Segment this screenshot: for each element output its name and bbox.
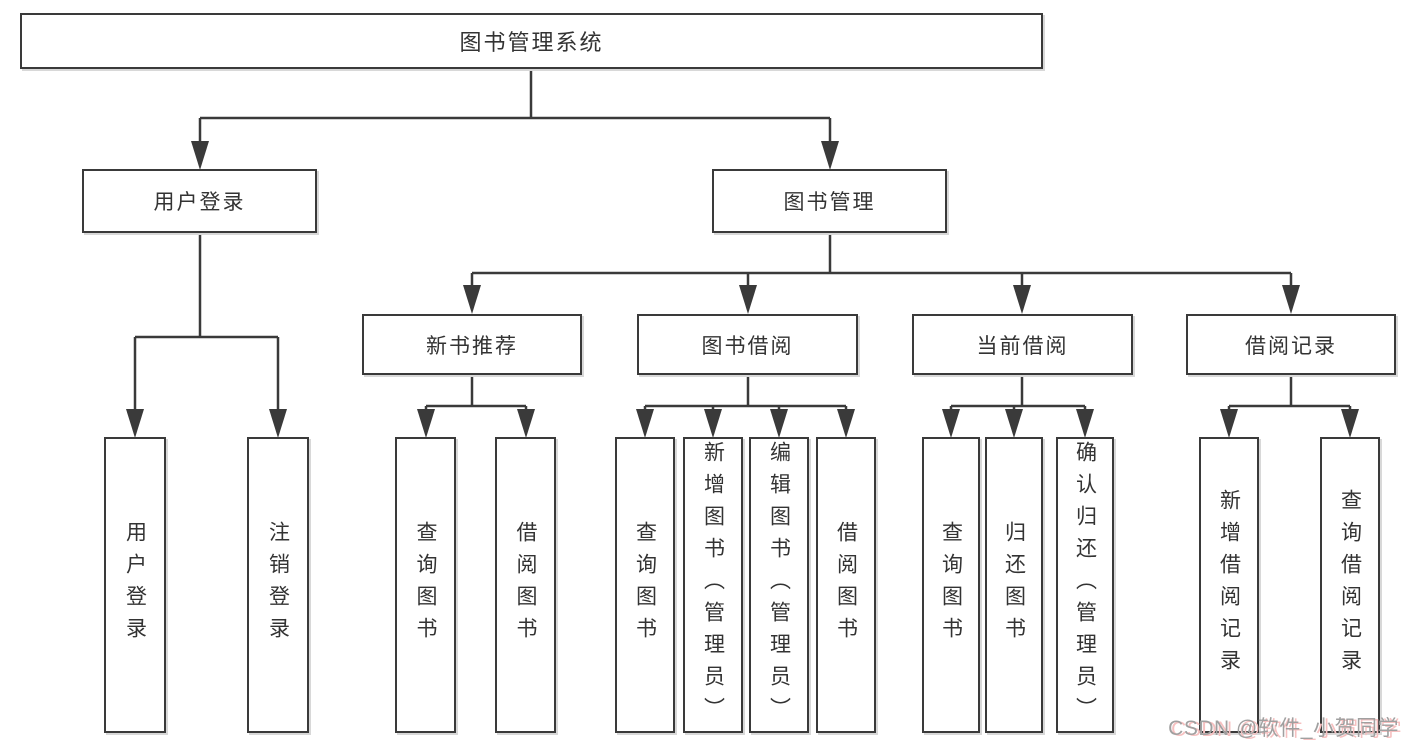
connector-new-book-recommend-to-leaves xyxy=(417,375,535,438)
connector-book-management-to-level3 xyxy=(463,233,1300,314)
leaf-edit-books-admin: 编辑图书（管理员） xyxy=(749,437,809,733)
leaf-user-login: 用户登录 xyxy=(104,437,166,733)
node-book-borrowing: 图书借阅 xyxy=(637,314,858,375)
connector-user-login-to-leaves xyxy=(126,233,287,438)
leaf-confirm-return-admin: 确认归还（管理员） xyxy=(1056,437,1114,733)
csdn-watermark: CSDN @软件_小贺同学 xyxy=(1168,717,1399,740)
leaf-add-books-admin: 新增图书（管理员） xyxy=(683,437,743,733)
leaf-add-borrow-record: 新增借阅记录 xyxy=(1199,437,1259,733)
connector-current-borrowing-to-leaves xyxy=(942,375,1094,438)
leaf-return-books: 归还图书 xyxy=(985,437,1043,733)
leaf-query-books-recommend: 查询图书 xyxy=(395,437,456,733)
leaf-borrow-books-recommend: 借阅图书 xyxy=(495,437,556,733)
node-new-book-recommend: 新书推荐 xyxy=(362,314,582,375)
leaf-logout: 注销登录 xyxy=(247,437,309,733)
connector-borrowing-records-to-leaves xyxy=(1220,375,1359,438)
node-library-system: 图书管理系统 xyxy=(20,13,1043,69)
leaf-query-books-borrowing: 查询图书 xyxy=(615,437,675,733)
node-current-borrowing: 当前借阅 xyxy=(912,314,1133,375)
connector-book-borrowing-to-leaves xyxy=(636,375,855,438)
node-book-management: 图书管理 xyxy=(712,169,947,233)
connector-root-to-level2 xyxy=(191,69,839,170)
leaf-query-books-current: 查询图书 xyxy=(922,437,980,733)
node-user-login: 用户登录 xyxy=(82,169,317,233)
node-borrowing-records: 借阅记录 xyxy=(1186,314,1396,375)
leaf-query-borrow-record: 查询借阅记录 xyxy=(1320,437,1380,733)
leaf-borrow-books-borrowing: 借阅图书 xyxy=(816,437,876,733)
